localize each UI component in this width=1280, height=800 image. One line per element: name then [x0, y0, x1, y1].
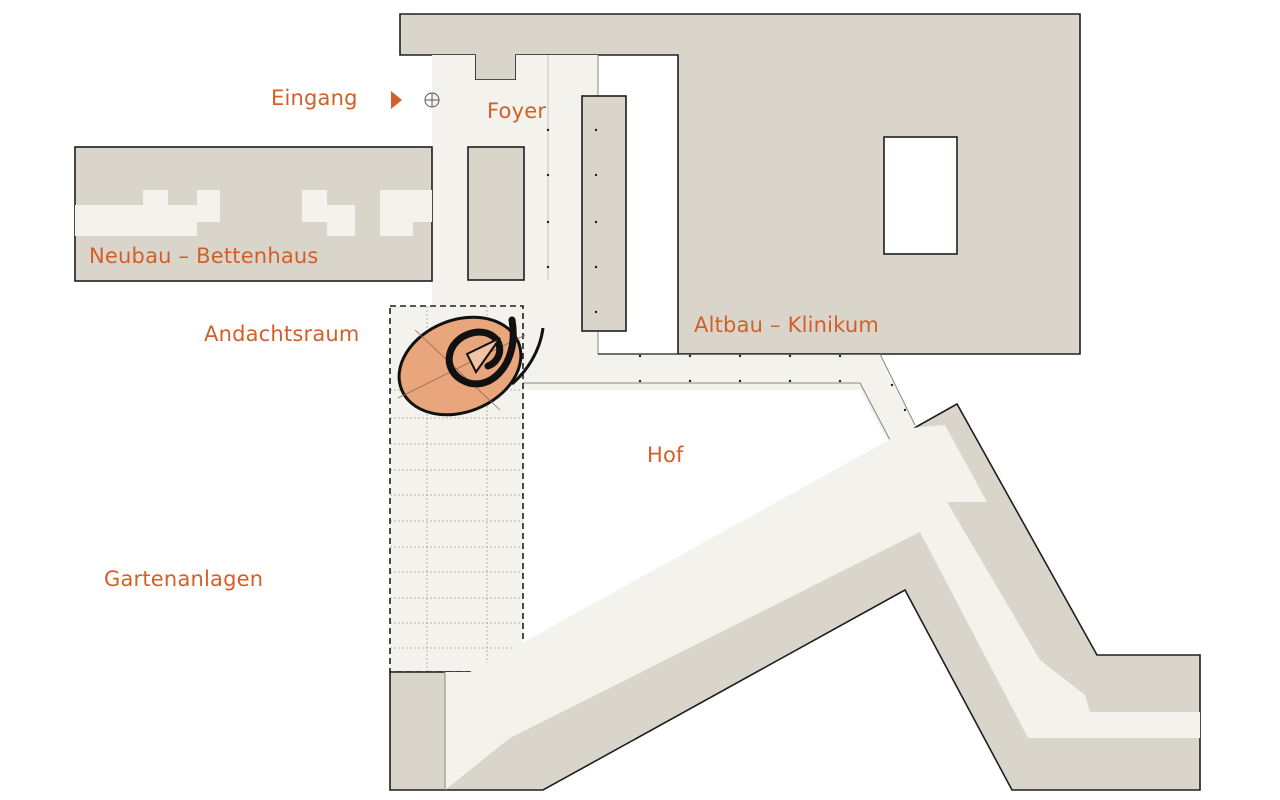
- label-altbau-klinikum: Altbau – Klinikum: [694, 313, 880, 337]
- label-gartenanlagen: Gartenanlagen: [104, 567, 264, 591]
- foyer-floor: [432, 55, 915, 442]
- corridor-wall: [859, 382, 891, 441]
- corridor-wall: [879, 353, 916, 426]
- label-hof: Hof: [647, 443, 684, 467]
- label-eingang: Eingang: [271, 86, 358, 110]
- revolving-door-icon[interactable]: [424, 92, 440, 108]
- triangle-right-icon: [391, 91, 402, 109]
- lower-corridor: [445, 425, 1200, 790]
- chapel-spiral: [397, 315, 545, 417]
- neubau-corridor: [75, 190, 432, 236]
- foyer-block: [581, 95, 627, 332]
- label-andachtsraum: Andachtsraum: [204, 322, 360, 346]
- altbau-lightwell: [883, 136, 958, 255]
- foyer-block: [467, 146, 525, 281]
- label-neubau-bettenhaus: Neubau – Bettenhaus: [89, 244, 319, 268]
- column-dots: [546, 128, 907, 412]
- label-foyer: Foyer: [487, 99, 547, 123]
